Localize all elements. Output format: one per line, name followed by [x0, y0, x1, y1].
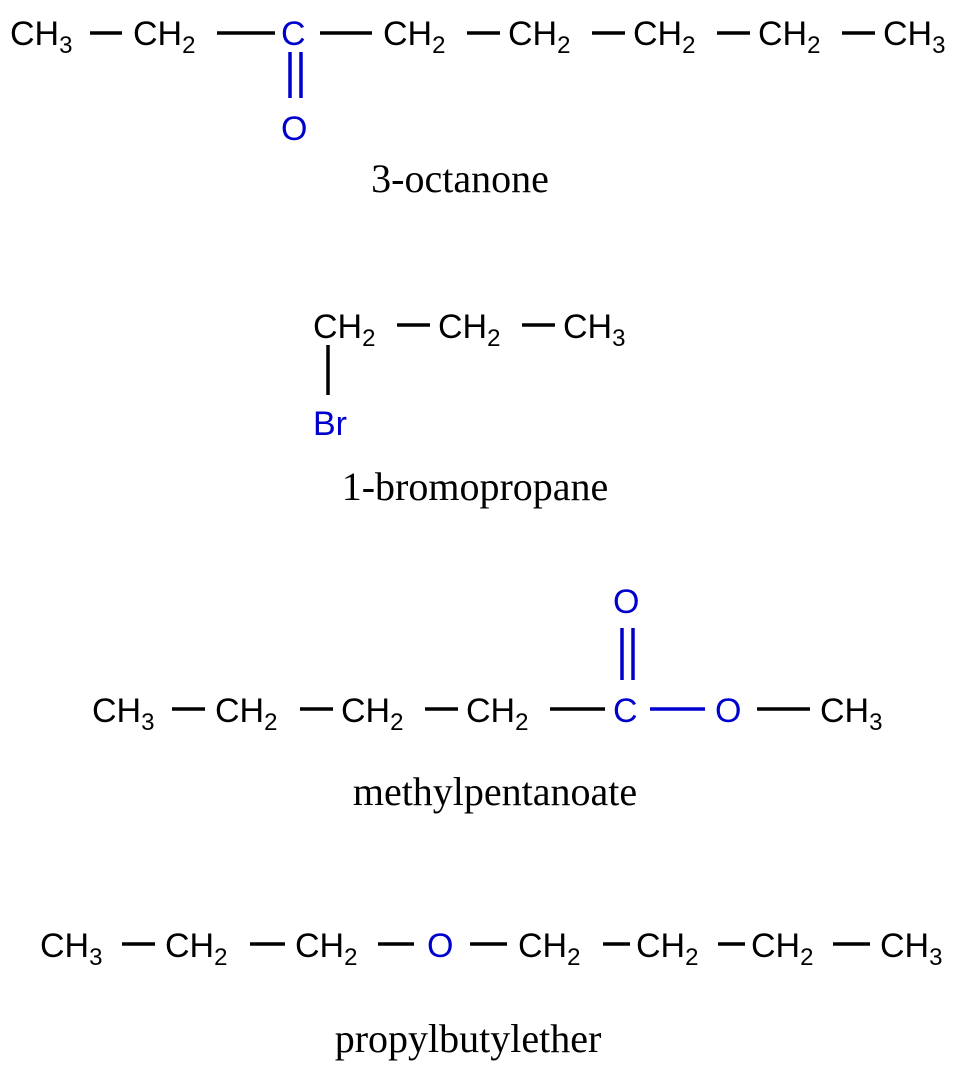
atom: CH3 — [92, 692, 154, 736]
atom: CH2 — [633, 15, 695, 59]
molecule-name: 1-bromopropane — [342, 464, 609, 509]
atom: CH2 — [636, 927, 698, 971]
atom: CH2 — [215, 692, 277, 736]
atom: CH2 — [383, 15, 445, 59]
atom: CH2 — [508, 15, 570, 59]
ester-oxygen: O — [715, 692, 741, 730]
atom: CH2 — [466, 692, 528, 736]
molecule-3-octanone: CH3 CH2 C CH2 CH2 CH2 CH2 CH3 O 3-octano… — [10, 15, 945, 201]
atom: CH3 — [563, 308, 625, 352]
atom: CH2 — [165, 927, 227, 971]
bromine-atom: Br — [313, 405, 347, 443]
atom: CH2 — [758, 15, 820, 59]
molecule-propylbutylether: CH3 CH2 CH2 O CH2 CH2 CH2 CH3 propylbuty… — [40, 927, 942, 1061]
atom: CH2 — [313, 308, 375, 352]
carbonyl-oxygen: O — [613, 583, 639, 621]
atom: CH2 — [295, 927, 357, 971]
molecule-1-bromopropane: CH2 CH2 CH3 Br 1-bromopropane — [313, 308, 625, 509]
carbonyl-carbon: C — [613, 692, 638, 730]
atom: CH2 — [751, 927, 813, 971]
atom: CH2 — [518, 927, 580, 971]
atom: CH3 — [820, 692, 882, 736]
molecule-methylpentanoate: CH3 CH2 CH2 CH2 C O CH3 O methylpentanoa… — [92, 583, 882, 814]
molecule-name: 3-octanone — [371, 156, 549, 201]
ether-oxygen: O — [427, 927, 453, 965]
atom: CH3 — [40, 927, 102, 971]
molecule-name: propylbutylether — [335, 1016, 602, 1061]
molecule-name: methylpentanoate — [353, 769, 637, 814]
carbonyl-oxygen: O — [281, 110, 307, 148]
atom: CH2 — [341, 692, 403, 736]
atom: CH2 — [133, 15, 195, 59]
atom: CH2 — [438, 308, 500, 352]
atom: CH3 — [880, 927, 942, 971]
atom: CH3 — [10, 15, 72, 59]
atom: CH3 — [883, 15, 945, 59]
carbonyl-carbon: C — [281, 15, 306, 53]
